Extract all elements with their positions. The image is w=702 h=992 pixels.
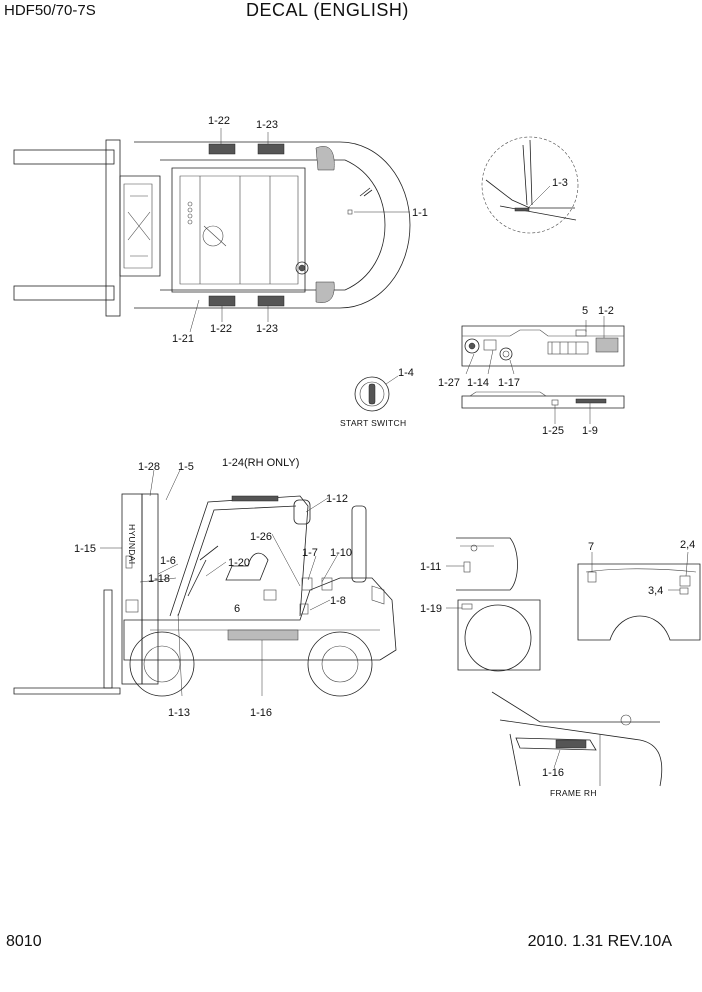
- decal-1-9: [575, 398, 607, 404]
- decal-1-22-top: [208, 143, 236, 155]
- callout-1-18: 1-18: [148, 573, 170, 585]
- decal-1-24: [231, 495, 279, 502]
- detail-1-11: [446, 537, 518, 591]
- callout-1-7: 1-7: [302, 547, 318, 559]
- detail-rear-cover: [577, 551, 701, 641]
- control-panel: [461, 316, 625, 375]
- fork-carriage: [105, 139, 121, 317]
- callout-1-2: 1-2: [598, 305, 614, 317]
- callout-1-6: 1-6: [160, 555, 176, 567]
- detail-circle-1-3: [481, 136, 579, 234]
- callout-1-25: 1-25: [542, 425, 564, 437]
- caption-frame-rh: FRAME RH: [550, 788, 597, 798]
- callout-1-26: 1-26: [250, 531, 272, 543]
- decal-1-16-frame: [555, 739, 587, 749]
- callout-1-10: 1-10: [330, 547, 352, 559]
- callout-1-23-bottom: 1-23: [256, 323, 278, 335]
- callout-1-19: 1-19: [420, 603, 442, 615]
- callout-1-11: 1-11: [420, 561, 441, 573]
- front-wheel: [129, 631, 195, 697]
- decal-1-11: [463, 561, 471, 573]
- callout-1-8: 1-8: [330, 595, 346, 607]
- lower-panel: [461, 391, 625, 424]
- callout-2-4: 2,4: [680, 539, 695, 551]
- mast-top: [119, 175, 161, 277]
- frame-rh-detail: [491, 691, 663, 787]
- callout-1-24: 1-24(RH ONLY): [222, 457, 299, 469]
- callout-3-4: 3,4: [648, 585, 663, 597]
- decal-1-16-side: [227, 629, 299, 641]
- decal-1-23-bottom: [257, 295, 285, 307]
- decal-1-19: [461, 603, 473, 610]
- detail-1-19: [446, 599, 541, 672]
- side-view-forklift: [13, 469, 397, 697]
- callout-1-21: 1-21: [172, 333, 194, 345]
- callout-labels: 1-22 1-23 1-1 1-3 1-21 1-22 1-23 5 1-2 1…: [74, 115, 695, 798]
- start-switch: [354, 375, 399, 412]
- callout-1-22-top: 1-22: [208, 115, 230, 127]
- caption-start-switch: START SWITCH: [340, 418, 406, 428]
- mast-side: [121, 493, 143, 685]
- callout-7: 7: [588, 541, 594, 553]
- callout-1-3: 1-3: [552, 177, 568, 189]
- callout-1-13: 1-13: [168, 707, 190, 719]
- callout-1-16-side: 1-16: [250, 707, 272, 719]
- callout-6: 6: [234, 603, 240, 615]
- callout-1-12: 1-12: [326, 493, 348, 505]
- callout-1-20: 1-20: [228, 557, 250, 569]
- callout-1-5: 1-5: [178, 461, 194, 473]
- callout-1-16-frame: 1-16: [542, 767, 564, 779]
- callout-1-4: 1-4: [398, 367, 414, 379]
- callout-1-23-top: 1-23: [256, 119, 278, 131]
- page-title: DECAL (ENGLISH): [246, 0, 409, 20]
- callout-1-28: 1-28: [138, 461, 160, 473]
- callout-1-15: 1-15: [74, 543, 96, 555]
- decal-1-22-bottom: [208, 295, 236, 307]
- callout-1-14: 1-14: [467, 377, 489, 389]
- callout-1-17: 1-17: [498, 377, 520, 389]
- rear-wheel: [307, 631, 373, 697]
- decal-1-2: [595, 337, 619, 353]
- decal-1-23-top: [257, 143, 285, 155]
- callout-5: 5: [582, 305, 588, 317]
- mast-brand-text: HYUNDAI: [127, 524, 137, 564]
- top-view-forklift: [13, 128, 411, 333]
- callout-1-9: 1-9: [582, 425, 598, 437]
- callout-1-27: 1-27: [438, 377, 460, 389]
- callout-1-1: 1-1: [412, 207, 428, 219]
- fork-lower: [13, 285, 115, 301]
- revision-date: 2010. 1.31 REV.10A: [527, 933, 672, 950]
- fork-upper: [13, 149, 115, 165]
- page-number: 8010: [6, 933, 42, 950]
- model-code: HDF50/70-7S: [4, 2, 96, 19]
- callout-1-22-bottom: 1-22: [210, 323, 232, 335]
